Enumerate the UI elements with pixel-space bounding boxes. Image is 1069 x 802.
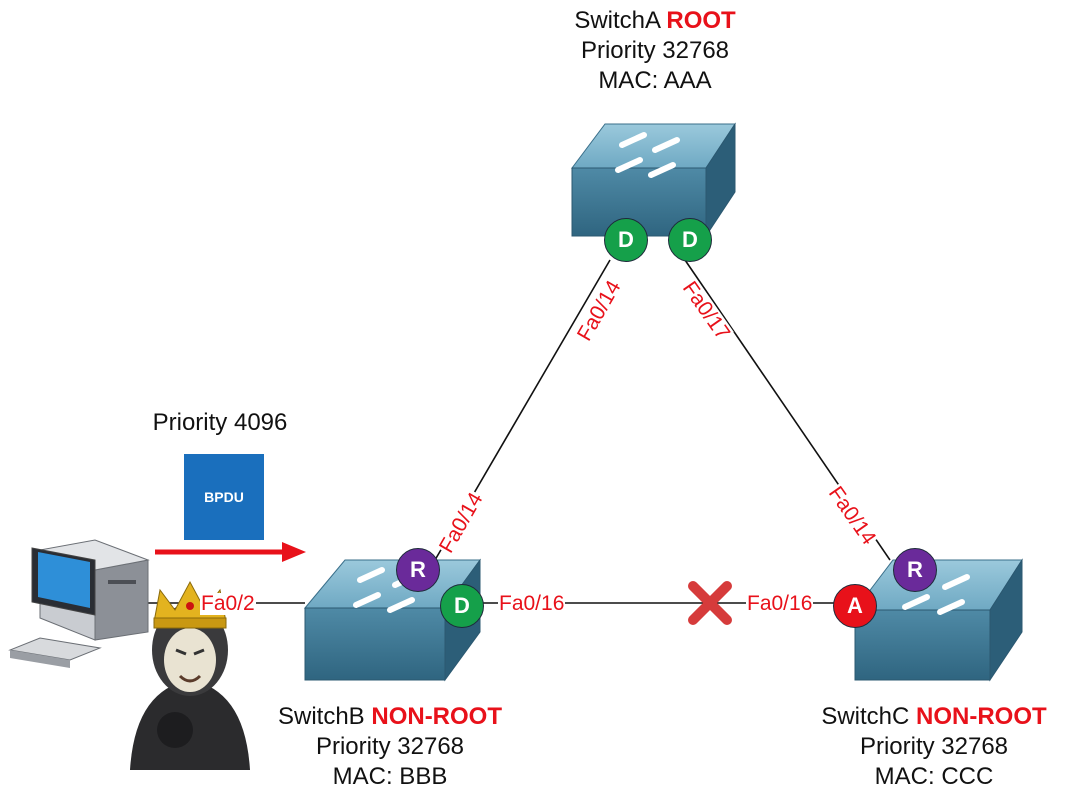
- bpdu-arrow: [155, 542, 306, 562]
- switch-b-priority: Priority 32768: [315, 733, 465, 760]
- port-b-right: Fa0/16: [498, 592, 566, 615]
- switch-a-label: SwitchA ROOT Priority 32768 MAC: AAA: [515, 6, 795, 96]
- switch-a-mac: MAC: AAA: [598, 67, 712, 94]
- port-role-root-b: R: [396, 548, 440, 592]
- port-role-designated-a-right: D: [668, 218, 712, 262]
- attacker-pc-icon: [8, 539, 150, 668]
- switch-c-icon: [853, 558, 1023, 682]
- switch-b-title: SwitchB NON-ROOT: [277, 703, 503, 730]
- attacker-priority: Priority 4096: [152, 409, 288, 436]
- switch-c-priority: Priority 32768: [859, 733, 1009, 760]
- port-role-designated-b: D: [440, 584, 484, 628]
- blocked-link-icon: [688, 581, 732, 625]
- switch-b-label: SwitchB NON-ROOT Priority 32768 MAC: BBB: [240, 702, 540, 792]
- port-role-alternate-c: A: [833, 584, 877, 628]
- bpdu-packet: BPDU: [184, 454, 264, 540]
- switch-c-label: SwitchC NON-ROOT Priority 32768 MAC: CCC: [789, 702, 1069, 792]
- port-b-left: Fa0/2: [200, 592, 256, 615]
- port-c-left: Fa0/16: [746, 592, 814, 615]
- switch-a-title: SwitchA ROOT: [574, 7, 736, 34]
- port-role-designated-a-left: D: [604, 218, 648, 262]
- switch-c-title: SwitchC NON-ROOT: [821, 703, 1047, 730]
- switch-c-mac: MAC: CCC: [874, 763, 994, 790]
- switch-a-icon: [571, 122, 736, 238]
- switch-a-priority: Priority 32768: [580, 37, 730, 64]
- switch-b-mac: MAC: BBB: [332, 763, 448, 790]
- port-role-root-c: R: [893, 548, 937, 592]
